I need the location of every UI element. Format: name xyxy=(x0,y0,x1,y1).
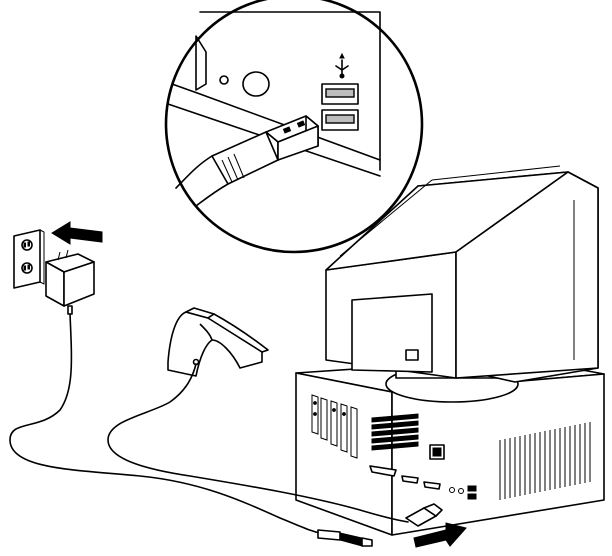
fan-vent xyxy=(371,413,419,451)
cradle xyxy=(167,307,269,377)
desktop-computer xyxy=(295,165,605,536)
tower-usb-ports xyxy=(467,485,477,500)
side-vent xyxy=(499,422,591,500)
zoom-inset xyxy=(164,0,424,254)
power-adapter xyxy=(45,249,95,315)
arrow-icon xyxy=(413,522,467,548)
crt-monitor xyxy=(325,165,599,403)
usb-symbol-icon xyxy=(335,52,349,79)
system-unit xyxy=(295,357,605,536)
adapter-cable xyxy=(9,313,325,535)
power-socket xyxy=(429,444,445,460)
rear-ports xyxy=(369,465,464,494)
wall-outlet-icon xyxy=(13,229,45,289)
usb-port xyxy=(321,83,359,105)
usb-port xyxy=(321,109,359,131)
arrow-icon xyxy=(51,221,103,245)
cradle-cable xyxy=(107,363,409,523)
expansion-slots xyxy=(311,394,358,459)
dc-jack xyxy=(317,529,373,547)
usb-plug-closeup xyxy=(175,115,319,207)
usb-plug xyxy=(405,503,443,527)
